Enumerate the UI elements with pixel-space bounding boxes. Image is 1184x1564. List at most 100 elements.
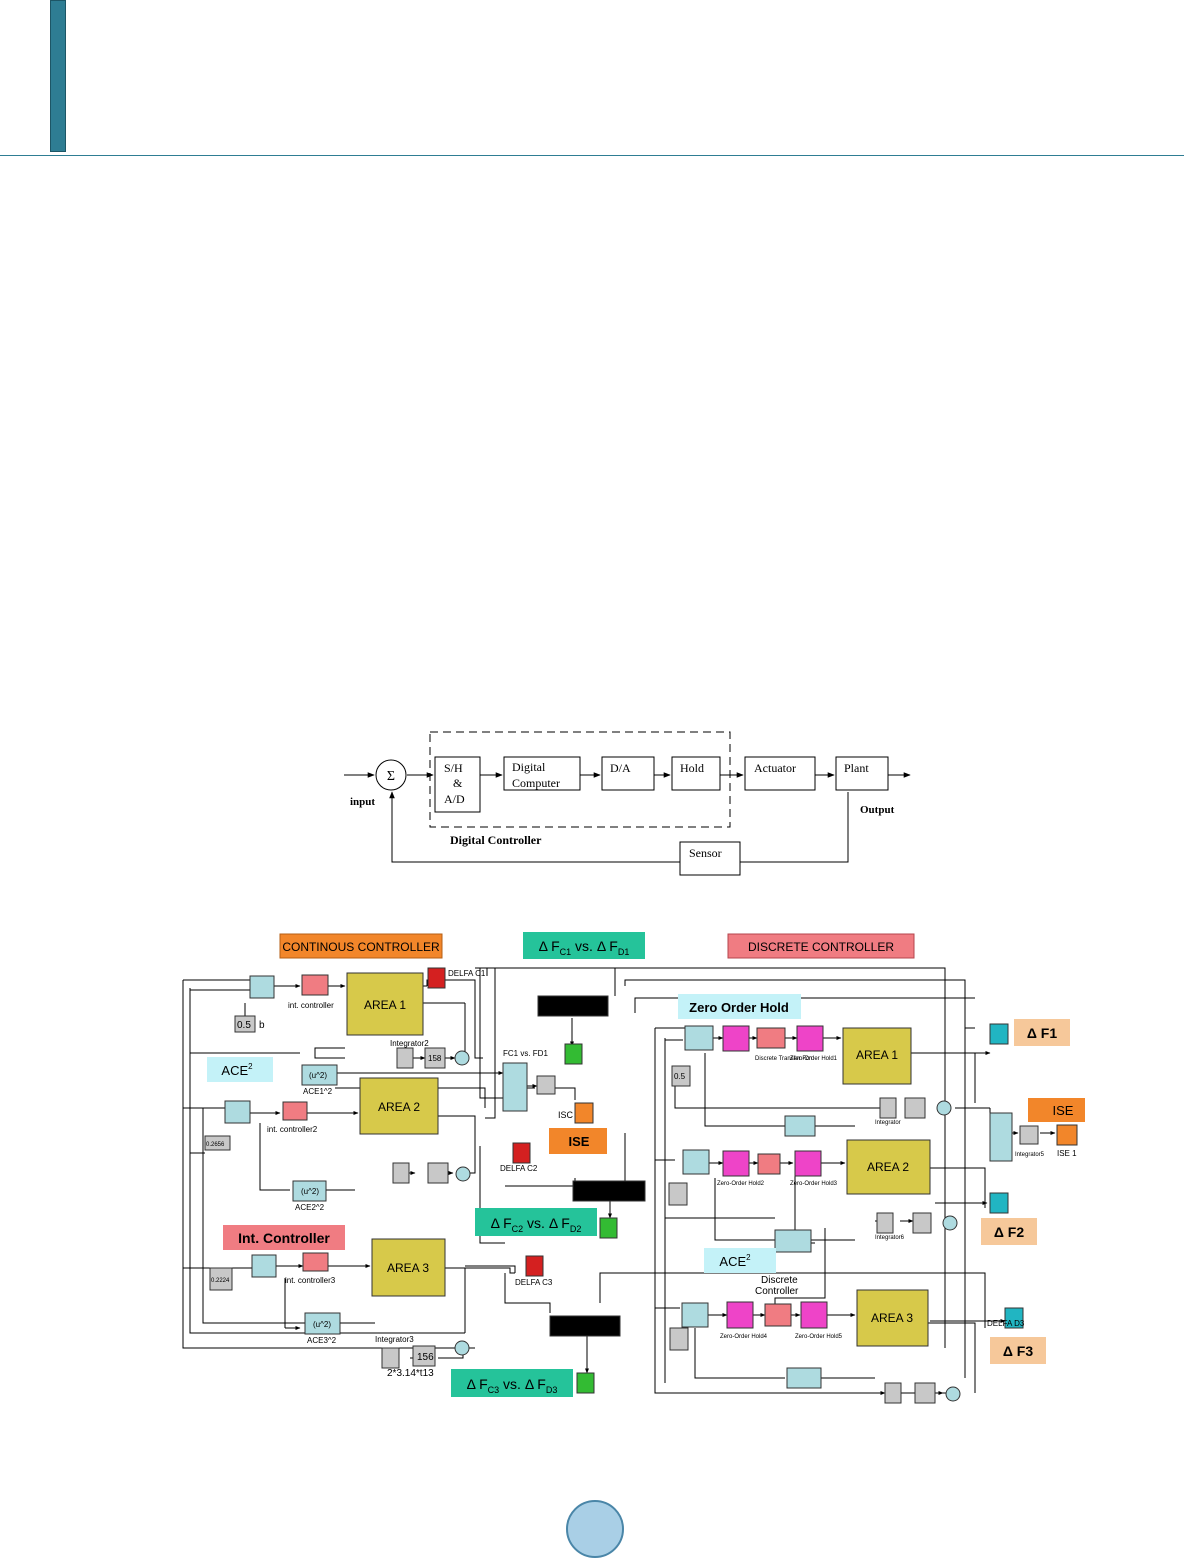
int-controller-3 <box>302 1252 329 1272</box>
sensor-block <box>679 841 741 876</box>
mux-block-d1 <box>684 1025 714 1051</box>
digital-control-loop-diagram: Σ S/H & A/D Digital Computer D/A Hold Ac… <box>344 731 911 876</box>
zoh-block-3 <box>722 1150 750 1177</box>
scope-df2 <box>989 1192 1009 1214</box>
output-label: Output <box>860 804 895 816</box>
integrator-block-d3 <box>884 1382 902 1404</box>
sample-hold-ad-block <box>434 756 481 813</box>
const-b3d-block <box>669 1327 689 1351</box>
banner-fc3-fd3 <box>451 1369 573 1397</box>
banner-fc1-fd1 <box>523 932 645 959</box>
isc-label: ISC <box>558 1110 574 1120</box>
computer-label: Computer <box>512 776 560 790</box>
and-label: & <box>453 776 463 790</box>
square-c1-label: (u^2) <box>309 1071 327 1080</box>
square-c3-label: (u^2) <box>313 1320 331 1329</box>
area-3-continuous-label: AREA 3 <box>387 1261 429 1275</box>
summing-junction <box>375 759 407 791</box>
int-controller-1 <box>301 974 329 996</box>
ise1-label: ISE 1 <box>1057 1149 1077 1158</box>
zoh-block-4 <box>794 1150 822 1177</box>
delfa-c3-label: DELFA C3 <box>515 1278 553 1287</box>
hold-label: Hold <box>680 761 704 775</box>
fc1-fd1-label: FC1 vs. FD1 <box>503 1049 548 1058</box>
area-2-continuous <box>359 1077 439 1135</box>
discrete-tf-1 <box>756 1027 786 1049</box>
digital-controller-boundary <box>429 731 731 828</box>
zoh-block-2 <box>796 1025 824 1052</box>
banner-discrete-text: DISCRETE CONTROLLER <box>748 940 894 954</box>
int-controller-2-label: int. controller2 <box>267 1125 318 1134</box>
banner-ace2-right <box>704 1248 776 1273</box>
zoh4-label: Zero-Order Hold4 <box>720 1334 768 1340</box>
input-label: input <box>350 796 375 808</box>
sum-symbol: Σ <box>387 769 395 784</box>
discrete-controller-label-1: Discrete <box>761 1275 798 1286</box>
mux-block-d2 <box>682 1149 710 1175</box>
zoh-block-1 <box>722 1025 750 1052</box>
banner-df2 <box>981 1218 1037 1245</box>
mux-block-d3 <box>681 1302 709 1328</box>
header-accent-bar <box>50 0 66 152</box>
gain-block-c3 <box>412 1345 436 1367</box>
zoh1-label: Zero-Order Hold1 <box>790 1056 838 1062</box>
const-b2-block <box>204 1135 231 1151</box>
discrete-controller-label-2: Controller <box>755 1286 799 1297</box>
banner-ise-right <box>1028 1098 1085 1122</box>
zoh-block-6 <box>800 1301 828 1329</box>
discrete-tf-label: Discrete Transfer Fcn <box>755 1056 812 1062</box>
actuator-block <box>744 756 816 791</box>
area-1-continuous <box>346 972 424 1036</box>
gain-block-c1 <box>424 1047 446 1069</box>
gain-block-c2 <box>427 1162 449 1184</box>
delfa-c1-label: DELFA C1 <box>448 969 486 978</box>
banner-continuous <box>279 933 443 959</box>
digital-label: Digital <box>512 760 546 774</box>
integrator-block-right <box>1019 1125 1039 1145</box>
area-2-discrete <box>846 1139 931 1195</box>
ace3-squared-label: ACE3^2 <box>307 1336 337 1345</box>
square-c2-label: (u^2) <box>301 1187 319 1196</box>
banner-df3-text: Δ F3 <box>1003 1343 1034 1359</box>
banner-fc1-fd1-text: Δ FC1 vs. Δ FD1 <box>539 938 630 957</box>
square-block-d1 <box>784 1115 816 1137</box>
mux-block-c2 <box>224 1100 251 1124</box>
integrator-block-c3 <box>381 1347 400 1369</box>
banner-ace2-left-text: ACE2 <box>221 1062 253 1078</box>
const-156-value: 156 <box>417 1352 434 1363</box>
sensor-label: Sensor <box>689 846 722 860</box>
sum-junction-c1 <box>454 1050 470 1066</box>
banner-int-controller-text: Int. Controller <box>238 1230 330 1246</box>
banner-zoh <box>678 994 801 1019</box>
banner-ace2-right-text: ACE2 <box>719 1253 751 1269</box>
const-b2d-block <box>668 1182 688 1206</box>
scope-isc <box>574 1102 594 1124</box>
scope-delfa-c1 <box>427 967 446 989</box>
zoh-block-5 <box>726 1301 754 1329</box>
square-block-c3 <box>304 1312 341 1335</box>
banner-ace2-left <box>207 1057 273 1082</box>
mux-block-right <box>989 1112 1013 1162</box>
integrator-block-d1 <box>879 1097 897 1119</box>
integrator5-label: Integrator5 <box>1015 1152 1045 1158</box>
simulink-model-diagram: 0.5 b 0.5 int. controller int. controlle… <box>182 932 1085 1404</box>
banner-zoh-text: Zero Order Hold <box>689 1000 789 1015</box>
const-b1-block <box>671 1065 691 1087</box>
comparator-bar-1 <box>537 995 609 1017</box>
delfa-d3-label: DELFA D3 <box>987 1319 1025 1328</box>
zoh3-label: Zero-Order Hold3 <box>790 1181 838 1187</box>
header-rule <box>0 155 1184 156</box>
hold-block <box>671 756 721 791</box>
integrator-block-mid <box>536 1075 556 1095</box>
area-3-discrete <box>856 1289 929 1347</box>
scope-delfa-c3 <box>525 1255 544 1277</box>
sum-junction-d1 <box>936 1100 952 1116</box>
delfa-c2-label: DELFA C2 <box>500 1164 538 1173</box>
zoh5-label: Zero-Order Hold5 <box>795 1334 843 1340</box>
area-2-discrete-label: AREA 2 <box>867 1160 909 1174</box>
banner-fc2-fd2 <box>475 1208 597 1236</box>
banner-continuous-text: CONTINOUS CONTROLLER <box>282 940 440 954</box>
sh-label: S/H <box>444 761 463 775</box>
scope-fc3-fd3 <box>576 1372 595 1394</box>
ad-label: A/D <box>444 792 465 806</box>
